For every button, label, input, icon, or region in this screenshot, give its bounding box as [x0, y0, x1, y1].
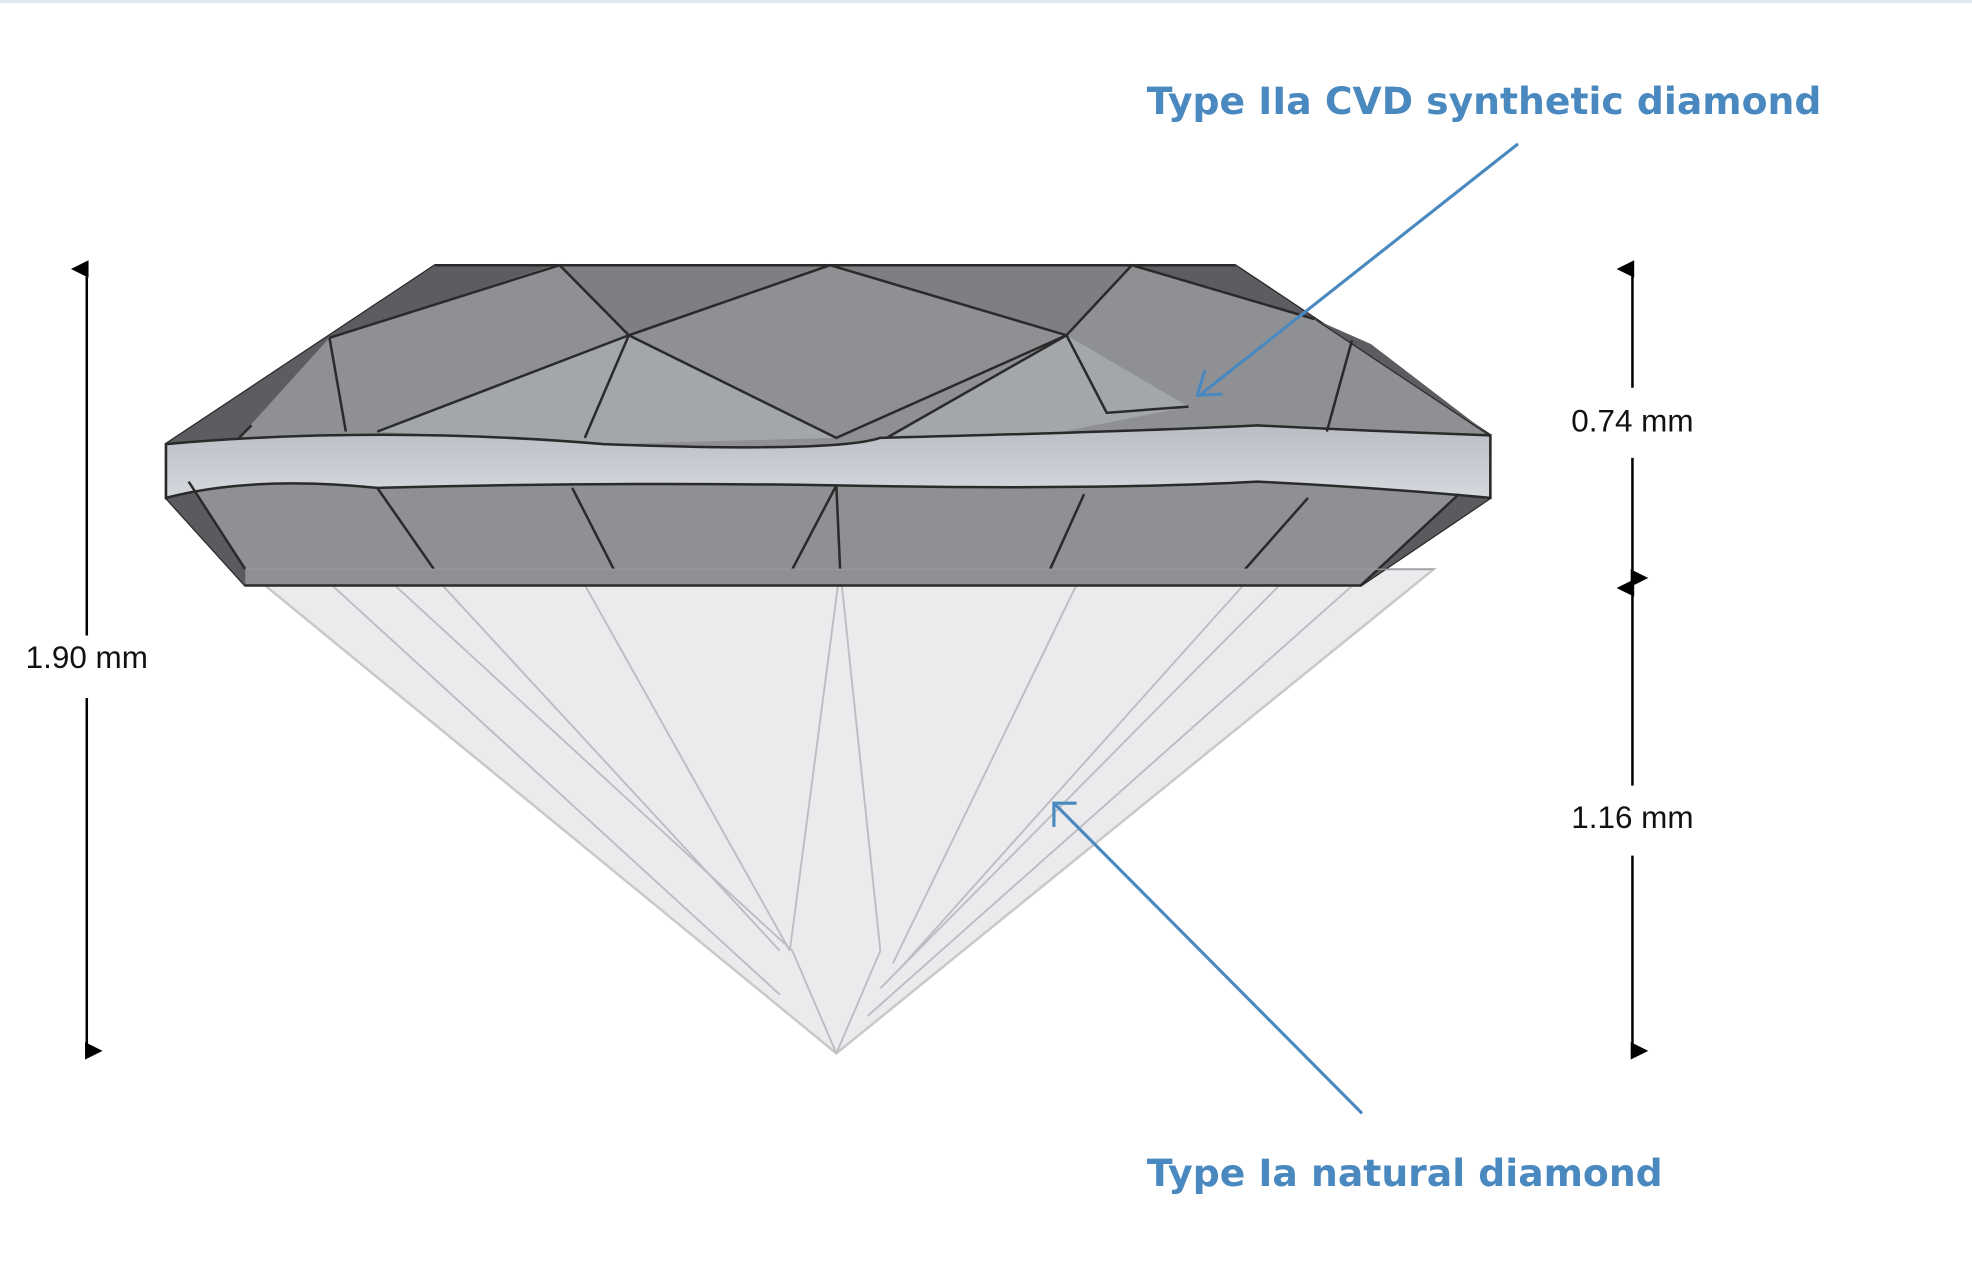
callout-natural: Type Ia natural diamond — [1052, 801, 1663, 1195]
dimension-total-depth: 1.90 mm — [26, 260, 148, 1060]
pavilion-depth-label: 1.16 mm — [1571, 800, 1693, 835]
natural-diamond-label: Type Ia natural diamond — [1147, 1151, 1663, 1195]
crown-height-label: 0.74 mm — [1571, 404, 1693, 439]
cvd-synthetic-label: Type IIa CVD synthetic diamond — [1147, 79, 1822, 123]
total-depth-label: 1.90 mm — [26, 640, 148, 675]
top-border — [0, 0, 1972, 3]
pavilion-natural-part — [241, 567, 1438, 1055]
dimension-crown-height: 0.74 mm — [1571, 260, 1694, 587]
dimension-pavilion-depth: 1.16 mm — [1571, 579, 1694, 1060]
callout-cvd: Type IIa CVD synthetic diamond — [1147, 79, 1822, 397]
crown-cvd-part — [164, 263, 1492, 587]
